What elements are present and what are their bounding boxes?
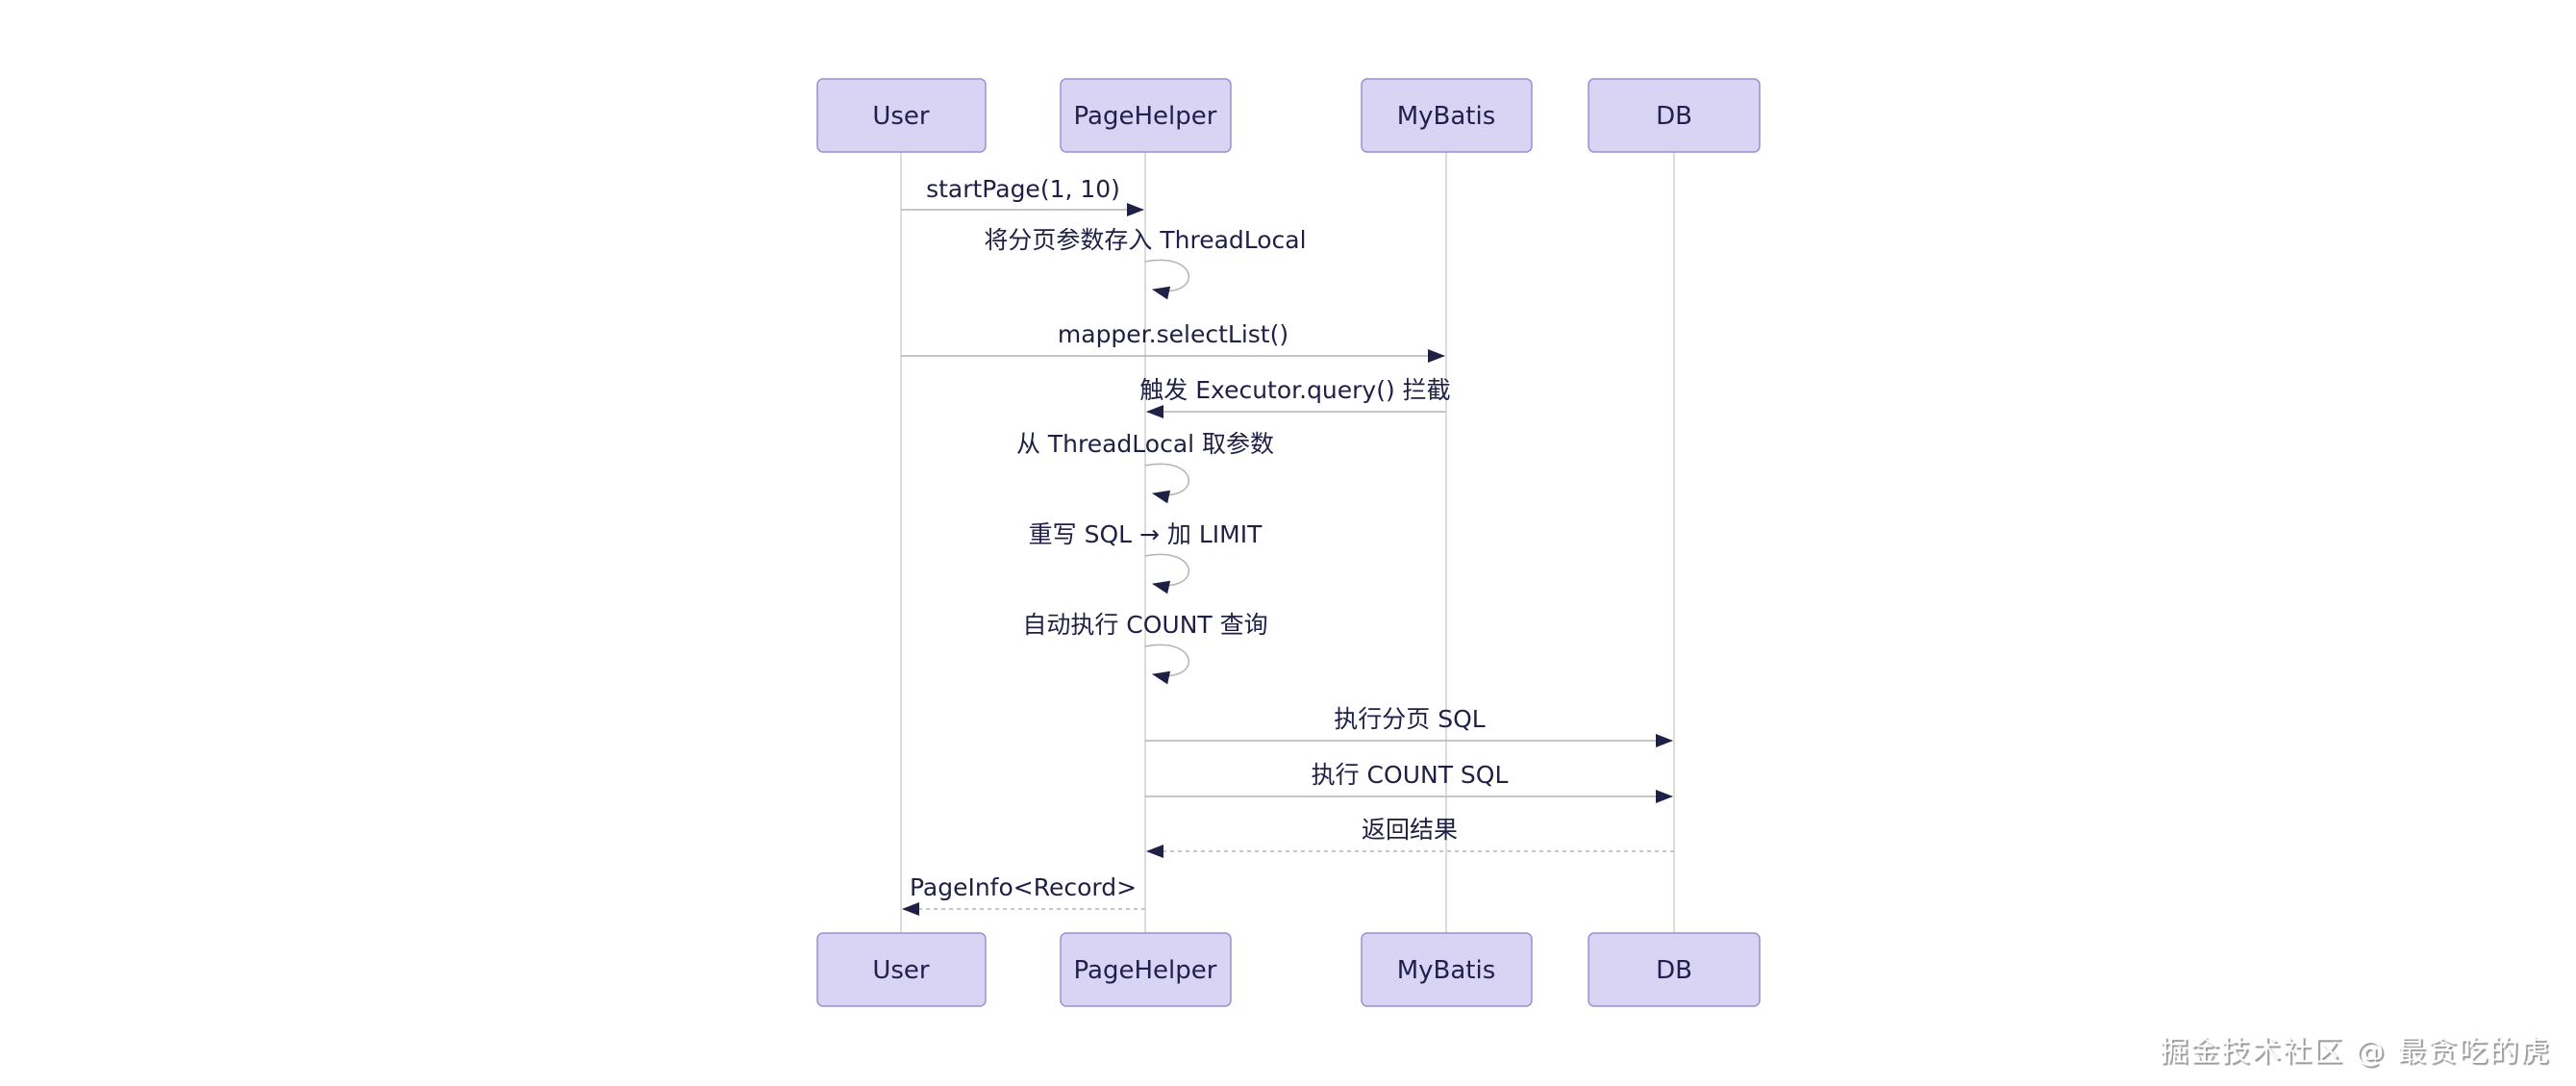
message-label: 执行 COUNT SQL bbox=[1312, 761, 1509, 789]
message-label: 返回结果 bbox=[1362, 816, 1458, 844]
actor-label-db: DB bbox=[1656, 102, 1692, 131]
message-label: 触发 Executor.query() 拦截 bbox=[1139, 376, 1450, 404]
actor-box bbox=[1361, 78, 1533, 153]
message-pageinfo: PageInfo<Record> bbox=[902, 873, 1145, 916]
actor-bottom-db: DB bbox=[1588, 932, 1761, 1007]
message-auto-count-self: 自动执行 COUNT 查询 bbox=[1022, 611, 1268, 685]
actor-label-user: User bbox=[872, 956, 930, 985]
message-label: 执行分页 SQL bbox=[1334, 705, 1485, 733]
message-rewrite-sql-self: 重写 SQL → 加 LIMIT bbox=[1029, 520, 1263, 594]
juejin-watermark: 掘金技术社区 @ 最贪吃的虎 bbox=[2159, 1035, 2551, 1069]
actor-label-pagehelper: PageHelper bbox=[1074, 956, 1217, 985]
message-get-threadlocal-self: 从 ThreadLocal 取参数 bbox=[1016, 430, 1274, 504]
actor-box bbox=[1361, 932, 1533, 1007]
message-exec-count-sql: 执行 COUNT SQL bbox=[1145, 761, 1673, 803]
actor-top-user: User bbox=[816, 78, 987, 153]
self-message-arrow bbox=[1144, 644, 1189, 685]
message-label: mapper.selectList() bbox=[1058, 320, 1288, 348]
message-label: 自动执行 COUNT 查询 bbox=[1022, 611, 1267, 639]
actor-box bbox=[1060, 78, 1232, 153]
message-startpage: startPage(1, 10) bbox=[901, 175, 1144, 216]
actor-box bbox=[816, 932, 987, 1007]
self-message-arrow bbox=[1144, 259, 1189, 300]
actor-box bbox=[816, 78, 987, 153]
message-label: 从 ThreadLocal 取参数 bbox=[1016, 430, 1274, 458]
actor-box bbox=[1588, 932, 1761, 1007]
actor-label-mybatis: MyBatis bbox=[1397, 956, 1496, 985]
actor-box bbox=[1060, 932, 1232, 1007]
self-message-arrow bbox=[1144, 463, 1189, 504]
message-label: 将分页参数存入 ThreadLocal bbox=[984, 226, 1306, 254]
actor-box bbox=[1588, 78, 1761, 153]
actor-bottom-mybatis: MyBatis bbox=[1361, 932, 1533, 1007]
message-label: PageInfo<Record> bbox=[910, 873, 1137, 901]
actor-label-mybatis: MyBatis bbox=[1397, 102, 1496, 131]
actor-label-pagehelper: PageHelper bbox=[1074, 102, 1217, 131]
message-executor-query-intercept: 触发 Executor.query() 拦截 bbox=[1139, 376, 1451, 418]
actor-label-db: DB bbox=[1656, 956, 1692, 985]
actor-top-db: DB bbox=[1588, 78, 1761, 153]
message-return-result: 返回结果 bbox=[1146, 816, 1674, 858]
actor-bottom-pagehelper: PageHelper bbox=[1060, 932, 1232, 1007]
message-store-threadlocal-self: 将分页参数存入 ThreadLocal bbox=[984, 226, 1307, 300]
message-label: startPage(1, 10) bbox=[926, 175, 1120, 203]
self-message-arrow bbox=[1144, 553, 1189, 594]
actor-top-mybatis: MyBatis bbox=[1361, 78, 1533, 153]
message-label: 重写 SQL → 加 LIMIT bbox=[1029, 520, 1263, 548]
message-exec-page-sql: 执行分页 SQL bbox=[1145, 705, 1673, 747]
message-selectlist: mapper.selectList() bbox=[901, 320, 1445, 363]
actor-bottom-user: User bbox=[816, 932, 987, 1007]
actor-label-user: User bbox=[872, 102, 930, 131]
actor-top-pagehelper: PageHelper bbox=[1060, 78, 1232, 153]
